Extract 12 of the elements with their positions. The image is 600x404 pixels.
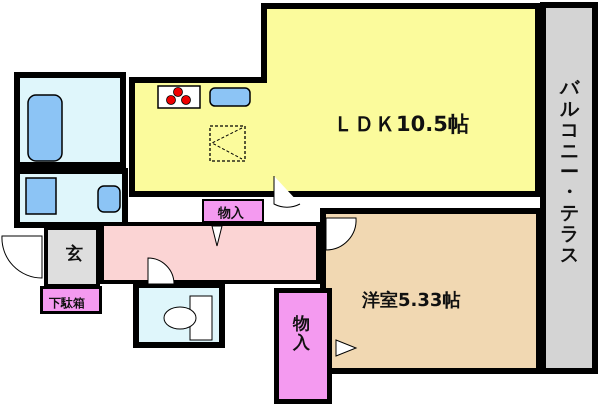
- living-dining-kitchen: [128, 2, 542, 198]
- room-label: 下駄箱: [49, 295, 85, 312]
- room-label: 洋室5.33帖: [362, 289, 460, 312]
- storage-closet: [202, 199, 264, 223]
- storage-closet: [274, 288, 332, 404]
- shoe-cabinet: [40, 286, 102, 314]
- balcony-terrace: [540, 2, 598, 374]
- room-label: 物入: [218, 204, 244, 222]
- room-label: 玄: [66, 243, 83, 265]
- room-label: バルコニー・テラス: [560, 78, 579, 266]
- room-label: 物入: [293, 315, 310, 352]
- room-label: ＬＤＫ10.5帖: [333, 111, 469, 138]
